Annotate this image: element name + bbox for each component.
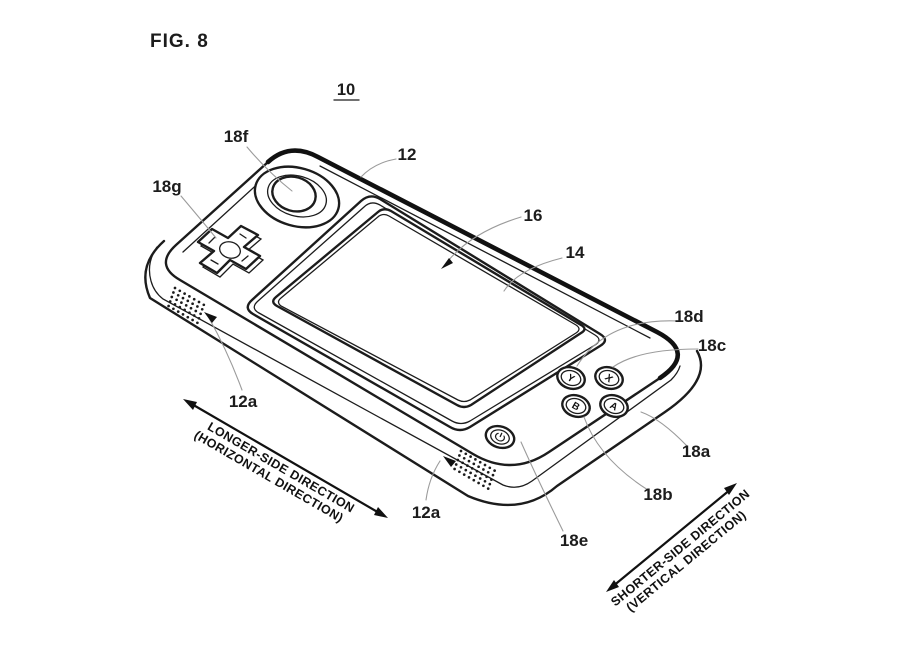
leader-18f xyxy=(246,146,293,192)
button-b-letter: B xyxy=(570,400,582,413)
grille-left-arrowhead xyxy=(204,312,217,323)
leader-16 xyxy=(447,216,522,262)
screen-pointer-arrowhead xyxy=(441,258,453,269)
ref-label-18f: 18f xyxy=(224,127,249,146)
device-top-edge xyxy=(265,148,680,381)
ref-label-18e: 18e xyxy=(560,531,588,550)
ref-label-16: 16 xyxy=(524,206,543,225)
shorter-side-arrow-line xyxy=(611,488,732,588)
leader-18c xyxy=(612,348,699,368)
ref-label-18g: 18g xyxy=(152,177,181,196)
ref-label-18a: 18a xyxy=(682,442,711,461)
ref-label-18b: 18b xyxy=(643,485,672,504)
device-edge-line-top xyxy=(319,165,651,339)
power-button-inner-ring xyxy=(490,429,510,445)
button-y-outer-ring xyxy=(556,365,586,391)
leader-18g xyxy=(180,195,217,239)
longer-side-arrow-line xyxy=(189,402,382,515)
ref-label-18d: 18d xyxy=(674,307,703,326)
button-a-letter: A xyxy=(608,400,620,413)
analog-stick[interactable] xyxy=(248,157,347,236)
shorter-side-direction-annotation: SHORTER-SIDE DIRECTION (VERTICAL DIRECTI… xyxy=(606,483,753,615)
button-b[interactable]: B xyxy=(559,392,592,421)
leader-12 xyxy=(360,158,397,178)
leader-18a xyxy=(640,411,688,447)
screen-outer-frame xyxy=(272,208,586,409)
shorter-side-label-line1: SHORTER-SIDE DIRECTION xyxy=(608,487,752,609)
button-a-outer-ring xyxy=(599,393,629,419)
dpad-depth-edge xyxy=(199,229,265,278)
ref-label-12a-left: 12a xyxy=(229,392,258,411)
analog-stick-cap xyxy=(271,175,317,213)
leader-14 xyxy=(503,257,563,292)
ref-label-10: 10 xyxy=(337,81,355,99)
leader-18b xyxy=(583,416,649,491)
shorter-side-arrowhead-bottom xyxy=(606,580,619,592)
longer-side-label-line2: (HORIZONTAL DIRECTION) xyxy=(192,428,346,525)
device-wall-bevel xyxy=(148,246,681,488)
longer-side-arrowhead-right xyxy=(374,507,388,518)
dpad[interactable] xyxy=(196,224,265,278)
button-a-inner-ring xyxy=(603,397,625,415)
ref-label-12a-bottom: 12a xyxy=(412,503,441,522)
face-buttons: Y X B A xyxy=(554,364,630,421)
power-icon xyxy=(494,432,506,442)
dpad-arrow-ticks xyxy=(208,233,249,265)
button-b-outer-ring xyxy=(561,393,591,419)
button-y-inner-ring xyxy=(560,369,582,387)
button-x-outer-ring xyxy=(594,365,624,391)
leader-18e xyxy=(520,441,564,532)
leader-12a-bottom xyxy=(425,460,441,501)
button-y-letter: Y xyxy=(565,372,577,385)
screen-display-surface xyxy=(277,213,580,403)
leader-12a-left xyxy=(208,317,243,391)
reference-numerals: FIG. 8 10 18f 12 18g 16 14 18d 18c 18a 1… xyxy=(150,31,726,550)
device-edge-line-left xyxy=(182,178,264,253)
power-button[interactable] xyxy=(483,423,517,452)
longer-side-arrowhead-left xyxy=(183,399,197,410)
shorter-side-arrowhead-top xyxy=(724,483,737,495)
ref-label-18c: 18c xyxy=(698,336,726,355)
figure-caption: FIG. 8 xyxy=(150,31,209,52)
button-x-inner-ring xyxy=(598,369,620,387)
handheld-device: Y X B A xyxy=(144,148,703,507)
button-x[interactable]: X xyxy=(592,364,625,393)
longer-side-label-line1: LONGER-SIDE DIRECTION xyxy=(205,419,357,515)
leader-lines xyxy=(180,146,699,532)
ref-label-14: 14 xyxy=(566,243,585,262)
button-y[interactable]: Y xyxy=(554,364,587,393)
speaker-grille-bottom xyxy=(453,449,496,490)
grille-bottom-arrowhead xyxy=(443,456,456,467)
leader-18d xyxy=(576,320,679,367)
ref-label-12: 12 xyxy=(398,145,417,164)
button-a[interactable]: A xyxy=(597,392,630,421)
dpad-center-circle xyxy=(219,241,241,259)
speaker-grille-left xyxy=(167,286,206,325)
button-b-inner-ring xyxy=(565,397,587,415)
